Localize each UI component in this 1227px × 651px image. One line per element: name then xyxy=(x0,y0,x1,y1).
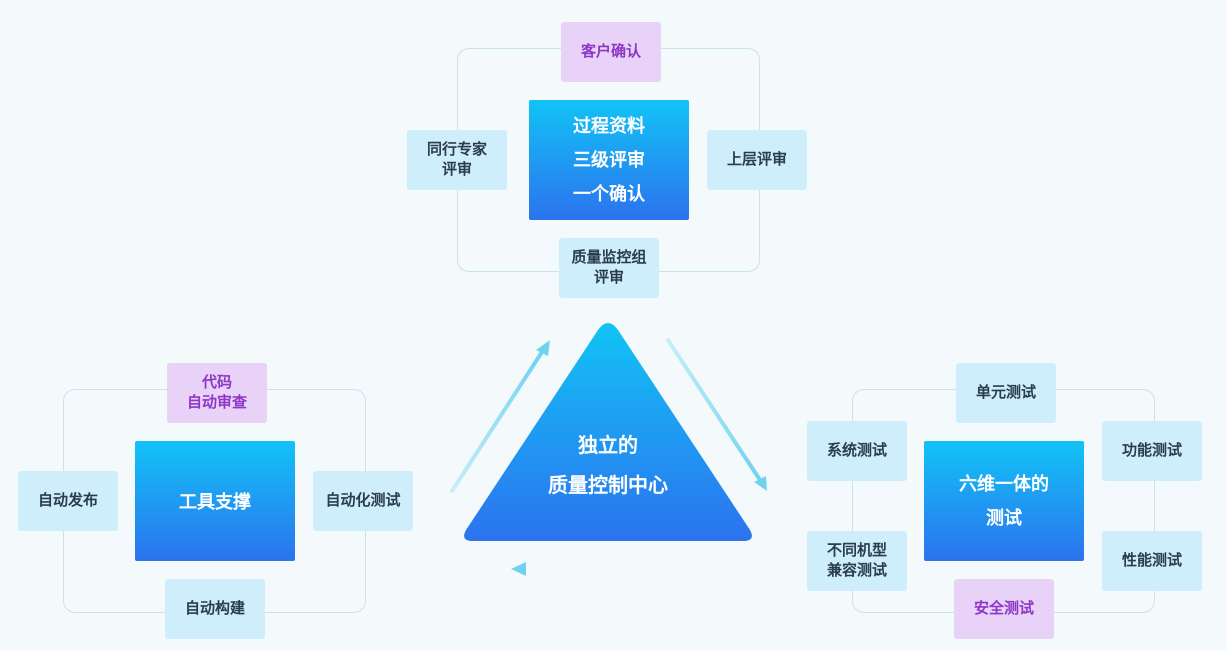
peer-review-line1: 同行专家 xyxy=(426,141,487,158)
arrow-down-right xyxy=(666,338,767,491)
tools-core-box: 工具支撑 xyxy=(135,441,295,561)
upper-review-box: 上层评审 xyxy=(707,130,807,190)
system-test-label: 系统测试 xyxy=(826,442,887,459)
peer-review-line2: 评审 xyxy=(441,161,472,178)
process-core-line1: 过程资料 xyxy=(573,116,645,136)
center-label: 独立的 质量控制中心 xyxy=(482,426,734,506)
security-test-label: 安全测试 xyxy=(973,600,1034,617)
qa-review-line2: 评审 xyxy=(593,269,624,286)
function-test-box: 功能测试 xyxy=(1102,421,1202,481)
auto-build-label: 自动构建 xyxy=(184,600,245,617)
compat-test-line2: 兼容测试 xyxy=(826,562,887,579)
auto-release-label: 自动发布 xyxy=(37,492,98,509)
performance-test-box: 性能测试 xyxy=(1102,531,1202,591)
auto-test-label: 自动化测试 xyxy=(325,492,401,509)
upper-review-label: 上层评审 xyxy=(726,151,787,168)
testing-core-line2: 测试 xyxy=(986,508,1022,528)
customer-confirm-label: 客户确认 xyxy=(580,43,641,60)
unit-test-box: 单元测试 xyxy=(956,363,1056,423)
unit-test-label: 单元测试 xyxy=(975,384,1036,401)
code-review-line1: 代码 xyxy=(201,374,232,391)
process-core-box: 过程资料 三级评审 一个确认 xyxy=(529,100,689,220)
process-core-line2: 三级评审 xyxy=(573,150,645,170)
auto-test-box: 自动化测试 xyxy=(313,471,413,531)
testing-core-line1: 六维一体的 xyxy=(959,474,1049,494)
center-label-line1: 独立的 xyxy=(578,435,638,457)
auto-release-box: 自动发布 xyxy=(18,471,118,531)
code-review-box: 代码 自动审查 xyxy=(167,363,267,423)
qa-review-line1: 质量监控组 xyxy=(571,249,647,266)
auto-build-box: 自动构建 xyxy=(165,579,265,639)
customer-confirm-box: 客户确认 xyxy=(561,22,661,82)
arrow-left xyxy=(511,562,693,576)
peer-review-box: 同行专家 评审 xyxy=(407,130,507,190)
performance-test-label: 性能测试 xyxy=(1121,552,1182,569)
tools-core-label: 工具支撑 xyxy=(179,492,251,512)
arrow-up-right xyxy=(450,340,550,493)
center-label-line2: 质量控制中心 xyxy=(548,475,668,497)
process-core-line3: 一个确认 xyxy=(573,184,645,204)
system-test-box: 系统测试 xyxy=(807,421,907,481)
security-test-box: 安全测试 xyxy=(954,579,1054,639)
code-review-line2: 自动审查 xyxy=(186,394,247,411)
compat-test-box: 不同机型 兼容测试 xyxy=(807,531,907,591)
qa-review-box: 质量监控组 评审 xyxy=(559,238,659,298)
center-triangle xyxy=(464,323,752,541)
testing-core-box: 六维一体的 测试 xyxy=(924,441,1084,561)
function-test-label: 功能测试 xyxy=(1121,442,1182,459)
compat-test-line1: 不同机型 xyxy=(826,542,887,559)
